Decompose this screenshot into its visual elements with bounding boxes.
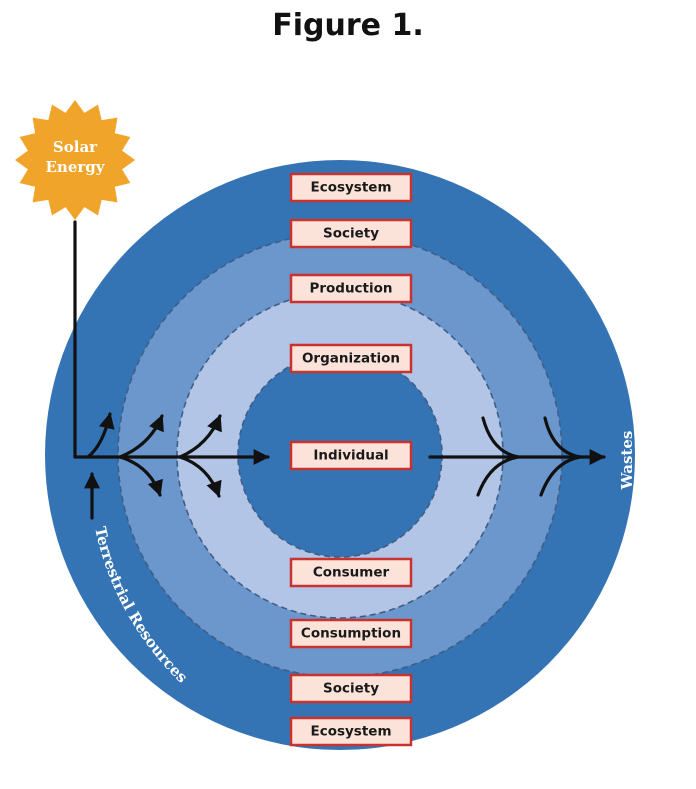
box-label: Society (323, 681, 379, 697)
sun-label-line2: Energy (46, 158, 106, 176)
box-label: Organization (302, 351, 400, 367)
box-label: Individual (313, 448, 388, 464)
merge-upper-1 (481, 416, 520, 459)
box-individual: Individual (289, 440, 413, 471)
merge-upper-2 (543, 416, 582, 459)
sun-icon (15, 100, 135, 220)
box-label: Production (309, 281, 392, 297)
branch-down-2 (118, 455, 163, 497)
box-ecosystem-bottom: Ecosystem (289, 716, 413, 747)
box-organization: Organization (289, 343, 413, 374)
box-label: Ecosystem (310, 724, 391, 740)
branch-up-2 (118, 414, 164, 459)
input-flow (73, 220, 270, 520)
box-society-bottom: Society (289, 673, 413, 704)
merge-lower-2 (539, 455, 582, 497)
box-society-top: Society (289, 218, 413, 249)
box-label: Consumption (301, 626, 401, 642)
box-production: Production (289, 273, 413, 304)
branch-up-3 (178, 414, 222, 459)
box-label: Society (323, 226, 379, 242)
branch-down-3 (178, 455, 222, 498)
sun-label-line1: Solar (53, 138, 98, 156)
branch-up-1 (86, 412, 115, 459)
wastes-label: Wastes (618, 431, 636, 491)
solar-energy-sun: Solar Energy (15, 100, 135, 220)
box-label: Consumer (313, 565, 390, 581)
merge-lower-1 (476, 455, 520, 497)
box-consumption: Consumption (289, 618, 413, 649)
box-consumer: Consumer (289, 557, 413, 588)
output-flow (428, 416, 606, 497)
box-ecosystem-top: Ecosystem (289, 172, 413, 203)
figure-title: Figure 1. (272, 8, 424, 43)
box-label: Ecosystem (310, 180, 391, 196)
